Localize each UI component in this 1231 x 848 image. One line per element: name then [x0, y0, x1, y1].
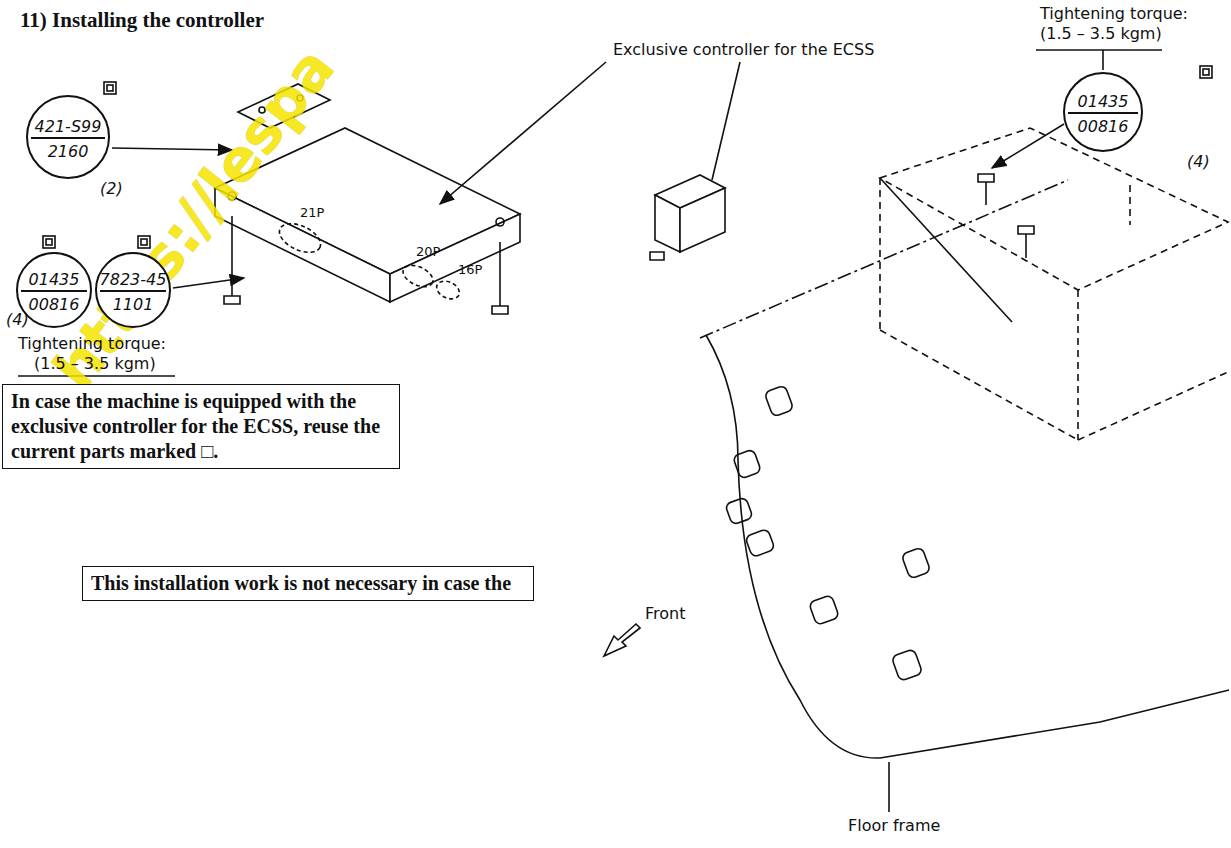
- bolt: [978, 174, 1034, 258]
- floor-frame-outline: [706, 335, 1229, 758]
- quantity-label: (4): [1187, 152, 1210, 171]
- torque-label: Tightening torque:: [18, 334, 166, 353]
- quantity-label: (4): [6, 310, 29, 329]
- callout-circle: 421-S992160(2): [26, 95, 110, 179]
- front-arrow: [604, 624, 640, 656]
- leader-line: [712, 62, 740, 180]
- bolt: [224, 216, 508, 314]
- callout-circle: 0143500816(4): [16, 252, 92, 328]
- part-code: 00816: [1065, 117, 1141, 136]
- part-number: 421-S99: [28, 117, 108, 136]
- connector-pin-label: 21P: [300, 205, 324, 220]
- part-number: 01435: [18, 270, 90, 289]
- part-number: 01435: [1065, 92, 1141, 111]
- divider-line: [21, 290, 87, 292]
- part-code: 2160: [28, 142, 108, 161]
- leader-line: [1102, 50, 1104, 70]
- leader-arrow: [992, 124, 1064, 168]
- torque-value: (1.5 – 3.5 kgm): [34, 354, 156, 373]
- divider-line: [100, 290, 166, 292]
- part-code: 1101: [97, 295, 169, 314]
- floor-frame-edge: [880, 178, 1012, 322]
- leader-line: [1036, 49, 1162, 51]
- part-code: 00816: [18, 295, 90, 314]
- mount-bracket: [650, 175, 725, 260]
- floor-frame-hole: [725, 385, 931, 681]
- divider-line: [31, 137, 105, 139]
- note-box: In case the machine is equipped with the…: [2, 384, 400, 469]
- part-number: 7823-45: [97, 270, 169, 289]
- connector-pin-label: 16P: [458, 262, 482, 277]
- note-box: This installation work is not necessary …: [82, 566, 534, 601]
- torque-value: (1.5 – 3.5 kgm): [1040, 24, 1162, 43]
- connector-pin-label: 20P: [416, 244, 440, 259]
- note-text: In case the machine is equipped with the…: [11, 389, 391, 464]
- callout-circle: 0143500816(4): [1063, 72, 1143, 152]
- callout-circle: 7823-45 1101: [95, 252, 171, 328]
- controller-box: [880, 128, 1228, 440]
- page-title: 11) Installing the controller: [20, 8, 264, 33]
- connector-outline: [275, 218, 462, 302]
- divider-line: [1068, 112, 1138, 114]
- part-label: Exclusive controller for the ECSS: [613, 40, 874, 59]
- leader-line: [888, 762, 890, 812]
- leader-arrow: [440, 62, 606, 204]
- part-label: Floor frame: [848, 816, 940, 835]
- torque-label: Tightening torque:: [1040, 4, 1188, 23]
- quantity-label: (2): [100, 179, 123, 198]
- floor-frame-edge: [700, 180, 1068, 338]
- note-text: This installation work is not necessary …: [91, 571, 525, 596]
- direction-label: Front: [645, 604, 685, 623]
